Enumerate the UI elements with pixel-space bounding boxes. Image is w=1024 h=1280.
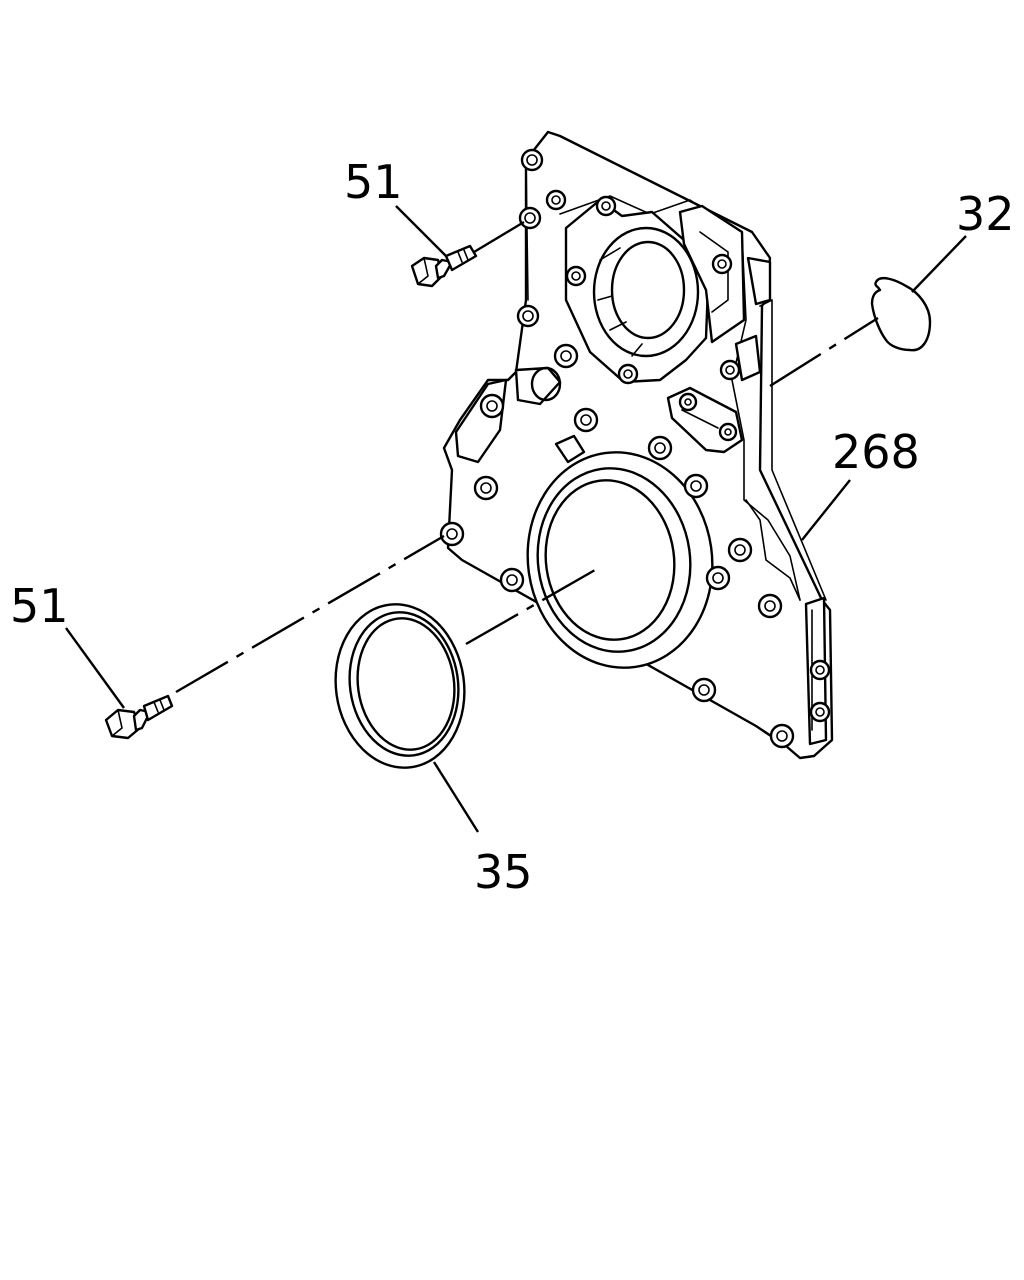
- leader-lines: [65, 205, 967, 833]
- front-cover-housing: [442, 130, 834, 760]
- o-ring: [870, 276, 932, 352]
- callout-cover: 268: [832, 425, 920, 479]
- callout-bolt-upper: 51: [344, 155, 403, 209]
- assembly-lines: [175, 220, 879, 694]
- cover-bolt-holes: [439, 148, 831, 749]
- upper-bolt: [410, 244, 478, 288]
- oil-seal: [334, 603, 466, 769]
- lower-bolt: [104, 694, 174, 740]
- callout-bolt-lower: 51: [10, 579, 69, 633]
- callout-oil-seal: 35: [474, 845, 533, 899]
- callout-o-ring: 32: [956, 187, 1015, 241]
